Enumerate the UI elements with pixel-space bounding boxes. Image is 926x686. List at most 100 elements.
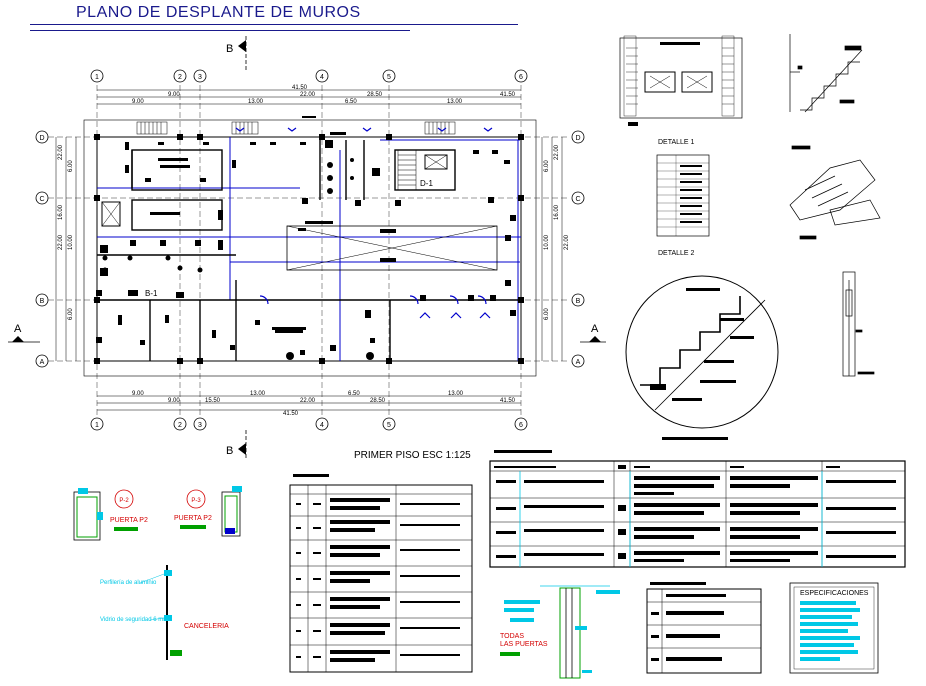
- bottom-dim-41: 41.50: [500, 398, 516, 404]
- detail-column-section: [842, 271, 875, 377]
- top-dim-650: 6.50: [345, 99, 357, 105]
- svg-text:C: C: [39, 196, 44, 203]
- svg-text:3: 3: [198, 422, 202, 429]
- top-dim-13b: 13.00: [447, 99, 463, 105]
- stairs: [136, 121, 456, 191]
- svg-text:6.00: 6.00: [68, 160, 74, 172]
- detail-stair-isometric: [789, 145, 881, 240]
- top-dim-9: 9.00: [132, 99, 144, 105]
- bottom-dimension-lines: [97, 395, 521, 411]
- top-dimension-lines: [97, 89, 521, 105]
- svg-text:22.00: 22.00: [564, 234, 570, 250]
- bottom-dim-15: 15.50: [205, 398, 221, 404]
- right-axis-bubbles: D C B A: [571, 130, 585, 368]
- svg-text:B: B: [40, 298, 45, 305]
- svg-text:5: 5: [387, 422, 391, 429]
- svg-text:22.00: 22.00: [58, 144, 64, 160]
- all-doors-note-line1: TODAS: [500, 633, 524, 640]
- door-swings: [235, 127, 493, 319]
- bottom-dim-650: 6.50: [348, 391, 360, 397]
- all-doors-note-line2: LAS PUERTAS: [500, 641, 548, 648]
- title-underline-secondary: [30, 30, 410, 31]
- bottom-dim-9: 9.00: [132, 391, 144, 397]
- finishes-table: [646, 582, 762, 674]
- svg-text:4: 4: [320, 422, 324, 429]
- svg-text:22.00: 22.00: [554, 144, 560, 160]
- top-axis-bubbles: 1 2 3 4 5 6: [90, 69, 528, 83]
- section-mark-a-right: A: [580, 323, 606, 343]
- columns: [94, 134, 524, 364]
- svg-text:A: A: [14, 323, 22, 335]
- door-frame-detail: TODAS LAS PUERTAS: [500, 585, 620, 679]
- left-dim-text: 22.00 6.00 16.00 10.00 22.00 6.00: [58, 144, 74, 320]
- detail-stair-profile: [789, 34, 863, 113]
- svg-text:16.00: 16.00: [554, 204, 560, 220]
- svg-text:A: A: [576, 359, 581, 366]
- svg-text:1: 1: [95, 422, 99, 429]
- detail-2-label: DETALLE 2: [658, 250, 695, 257]
- svg-text:A: A: [591, 323, 599, 335]
- top-dim-9b: 9.00: [168, 92, 180, 98]
- svg-text:6: 6: [519, 74, 523, 81]
- building-outline: [96, 136, 522, 362]
- open-void: [286, 225, 498, 271]
- detail-circle-stair: [625, 275, 779, 440]
- svg-text:10.00: 10.00: [544, 234, 550, 250]
- bottom-dim-9b: 9.00: [168, 398, 180, 404]
- interior-partitions: [97, 137, 521, 361]
- plan-caption: PRIMER PISO ESC 1:125: [354, 450, 471, 461]
- svg-text:4: 4: [320, 74, 324, 81]
- bottom-total-dim: 41.50: [283, 411, 299, 417]
- svg-text:C: C: [575, 196, 580, 203]
- room-text-blocks: [160, 116, 346, 333]
- top-dim-41: 41.50: [500, 92, 516, 98]
- svg-text:Vidrio de seguridad 6 mm: Vidrio de seguridad 6 mm: [100, 617, 168, 623]
- bottom-dim-13b: 13.00: [448, 391, 464, 397]
- section-mark-b-bottom: B: [226, 430, 247, 458]
- grid-lines: [48, 85, 568, 418]
- svg-text:10.00: 10.00: [68, 234, 74, 250]
- section-mark-a-left: A: [8, 323, 40, 343]
- svg-text:PUERTA P2: PUERTA P2: [174, 515, 212, 522]
- svg-text:D: D: [39, 135, 44, 142]
- title-underline: [30, 24, 518, 25]
- right-dim-text: 6.00 22.00 16.00 10.00 22.00 6.00: [544, 144, 570, 320]
- walls: [97, 137, 521, 361]
- svg-text:2: 2: [178, 74, 182, 81]
- top-dim-22: 22.00: [300, 92, 316, 98]
- svg-text:6.00: 6.00: [68, 308, 74, 320]
- floor-plan: D-1 B-1 1 2 3 4 5 6: [8, 36, 606, 461]
- svg-text:1: 1: [95, 74, 99, 81]
- svg-text:6: 6: [519, 422, 523, 429]
- canceleria-detail: Perfilería de aluminio Vidrio de segurid…: [100, 565, 229, 660]
- svg-text:P-2: P-2: [119, 498, 129, 504]
- left-axis-bubbles: D C B A: [35, 130, 49, 368]
- svg-text:B: B: [226, 445, 233, 457]
- specifications-title: ESPECIFICACIONES: [800, 590, 869, 597]
- fixtures: [102, 158, 374, 360]
- svg-text:CANCELERIA: CANCELERIA: [184, 623, 229, 630]
- detail-1-label: DETALLE 1: [658, 139, 695, 146]
- section-mark-b-top: B: [226, 36, 247, 70]
- detail-elevator-elevation: [619, 35, 743, 126]
- specifications-box: ESPECIFICACIONES: [789, 582, 879, 674]
- door-detail-p3: P-3 PUERTA P2: [174, 486, 242, 537]
- top-dim-13a: 13.00: [248, 99, 264, 105]
- svg-text:16.00: 16.00: [58, 204, 64, 220]
- site-outline: [83, 119, 537, 377]
- bottom-dim-28: 28.50: [370, 398, 386, 404]
- svg-text:6.00: 6.00: [544, 308, 550, 320]
- top-total-dim: 41.50: [292, 85, 308, 91]
- svg-text:3: 3: [198, 74, 202, 81]
- svg-text:6.00: 6.00: [544, 160, 550, 172]
- svg-text:B: B: [576, 298, 581, 305]
- svg-text:5: 5: [387, 74, 391, 81]
- svg-text:Perfilería de aluminio: Perfilería de aluminio: [100, 580, 157, 586]
- svg-text:22.00: 22.00: [58, 234, 64, 250]
- bottom-dim-13a: 13.00: [250, 391, 266, 397]
- detail-2-schedule: [656, 154, 710, 237]
- window-schedule-table: [489, 450, 906, 568]
- side-dimension-lines: [55, 137, 563, 361]
